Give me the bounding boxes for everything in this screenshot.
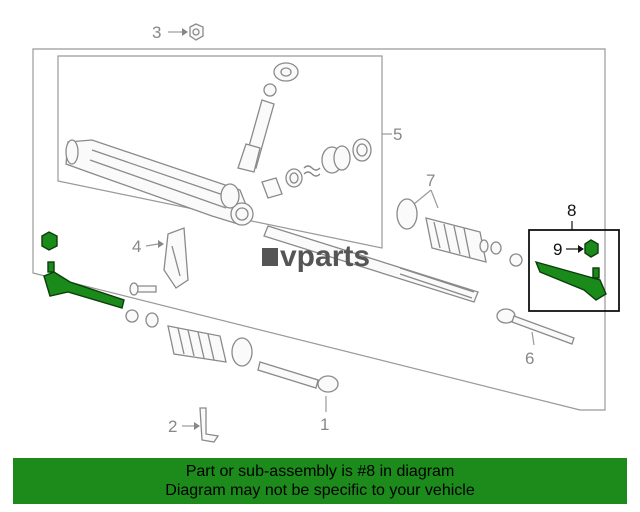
rack-housing[interactable] bbox=[65, 139, 254, 226]
svg-text:vparts: vparts bbox=[280, 240, 370, 273]
callout-6-leader bbox=[531, 331, 535, 346]
outer-tie-rod-end-part-8[interactable] bbox=[534, 260, 607, 301]
bolt-part-2[interactable] bbox=[199, 407, 220, 443]
inner-tie-rod-part-1[interactable] bbox=[257, 361, 339, 393]
clamps[interactable] bbox=[125, 309, 159, 328]
bracket-part-4[interactable] bbox=[163, 227, 189, 289]
callout-1[interactable]: 1 bbox=[320, 415, 329, 434]
callout-6[interactable]: 6 bbox=[525, 349, 534, 368]
banner-line-2: Diagram may not be specific to your vehi… bbox=[165, 482, 475, 499]
nut-part-3[interactable] bbox=[189, 23, 204, 41]
callout-7[interactable]: 7 bbox=[426, 171, 435, 190]
callout-5[interactable]: 5 bbox=[393, 125, 402, 144]
parts-diagram: 3 5 bbox=[32, 23, 620, 443]
callout-7-leader-b bbox=[430, 189, 439, 209]
adjuster-parts[interactable] bbox=[261, 138, 372, 199]
callout-2[interactable]: 2 bbox=[168, 417, 177, 436]
callout-3-arrowhead bbox=[182, 28, 188, 36]
inner-frame bbox=[57, 55, 383, 249]
left-tie-rod-end[interactable] bbox=[43, 261, 125, 309]
banner-line-1: Part or sub-assembly is #8 in diagram bbox=[185, 463, 455, 480]
callout-4-arrow bbox=[145, 243, 159, 247]
callout-4[interactable]: 4 bbox=[132, 237, 141, 256]
callout-2-arrowhead bbox=[194, 422, 200, 430]
inner-tie-rod-part-6[interactable] bbox=[496, 308, 575, 345]
callout-3[interactable]: 3 bbox=[152, 23, 161, 42]
nut-part-9[interactable] bbox=[584, 239, 599, 258]
callout-7-leader-a bbox=[413, 189, 432, 205]
watermark-logo: vparts bbox=[262, 240, 370, 273]
left-nut[interactable] bbox=[41, 231, 58, 251]
callout-9-arrowhead bbox=[578, 245, 584, 253]
boot-left[interactable] bbox=[167, 325, 253, 367]
info-banner: Part or sub-assembly is #8 in diagram Di… bbox=[13, 458, 627, 504]
bolt-part[interactable] bbox=[129, 282, 157, 296]
boot-part-7[interactable] bbox=[396, 198, 523, 267]
callout-9[interactable]: 9 bbox=[553, 240, 562, 259]
rack-bar[interactable] bbox=[263, 225, 479, 303]
outer-frame bbox=[32, 48, 606, 411]
callout-8[interactable]: 8 bbox=[567, 201, 576, 220]
callout-4-arrowhead bbox=[158, 240, 164, 248]
part-8-box[interactable] bbox=[528, 229, 620, 312]
pinion-shaft[interactable] bbox=[237, 62, 299, 173]
